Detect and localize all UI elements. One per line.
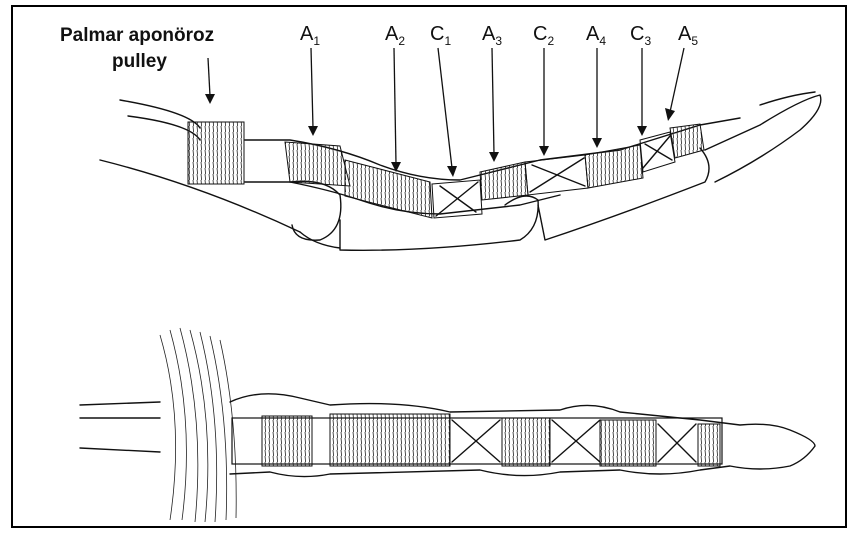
pulley-label-a2: A2 [385,23,405,48]
pulley-label-c3: C3 [630,23,651,48]
palmar-label-line2: pulley [112,51,167,72]
pulley-label-a3: A3 [482,23,502,48]
lateral-view [100,92,821,250]
pulley-labels: A1 A2 C1 A3 C2 A4 C3 A5 [300,23,698,48]
palmar-view [80,328,815,522]
pulley-label-a5: A5 [678,23,698,48]
pulley-label-c2: C2 [533,23,554,48]
pulley-label-a1: A1 [300,23,320,48]
pulley-label-a4: A4 [586,23,606,48]
pulley-label-c1: C1 [430,23,451,48]
palmar-label-line1: Palmar aponöroz [60,25,214,46]
